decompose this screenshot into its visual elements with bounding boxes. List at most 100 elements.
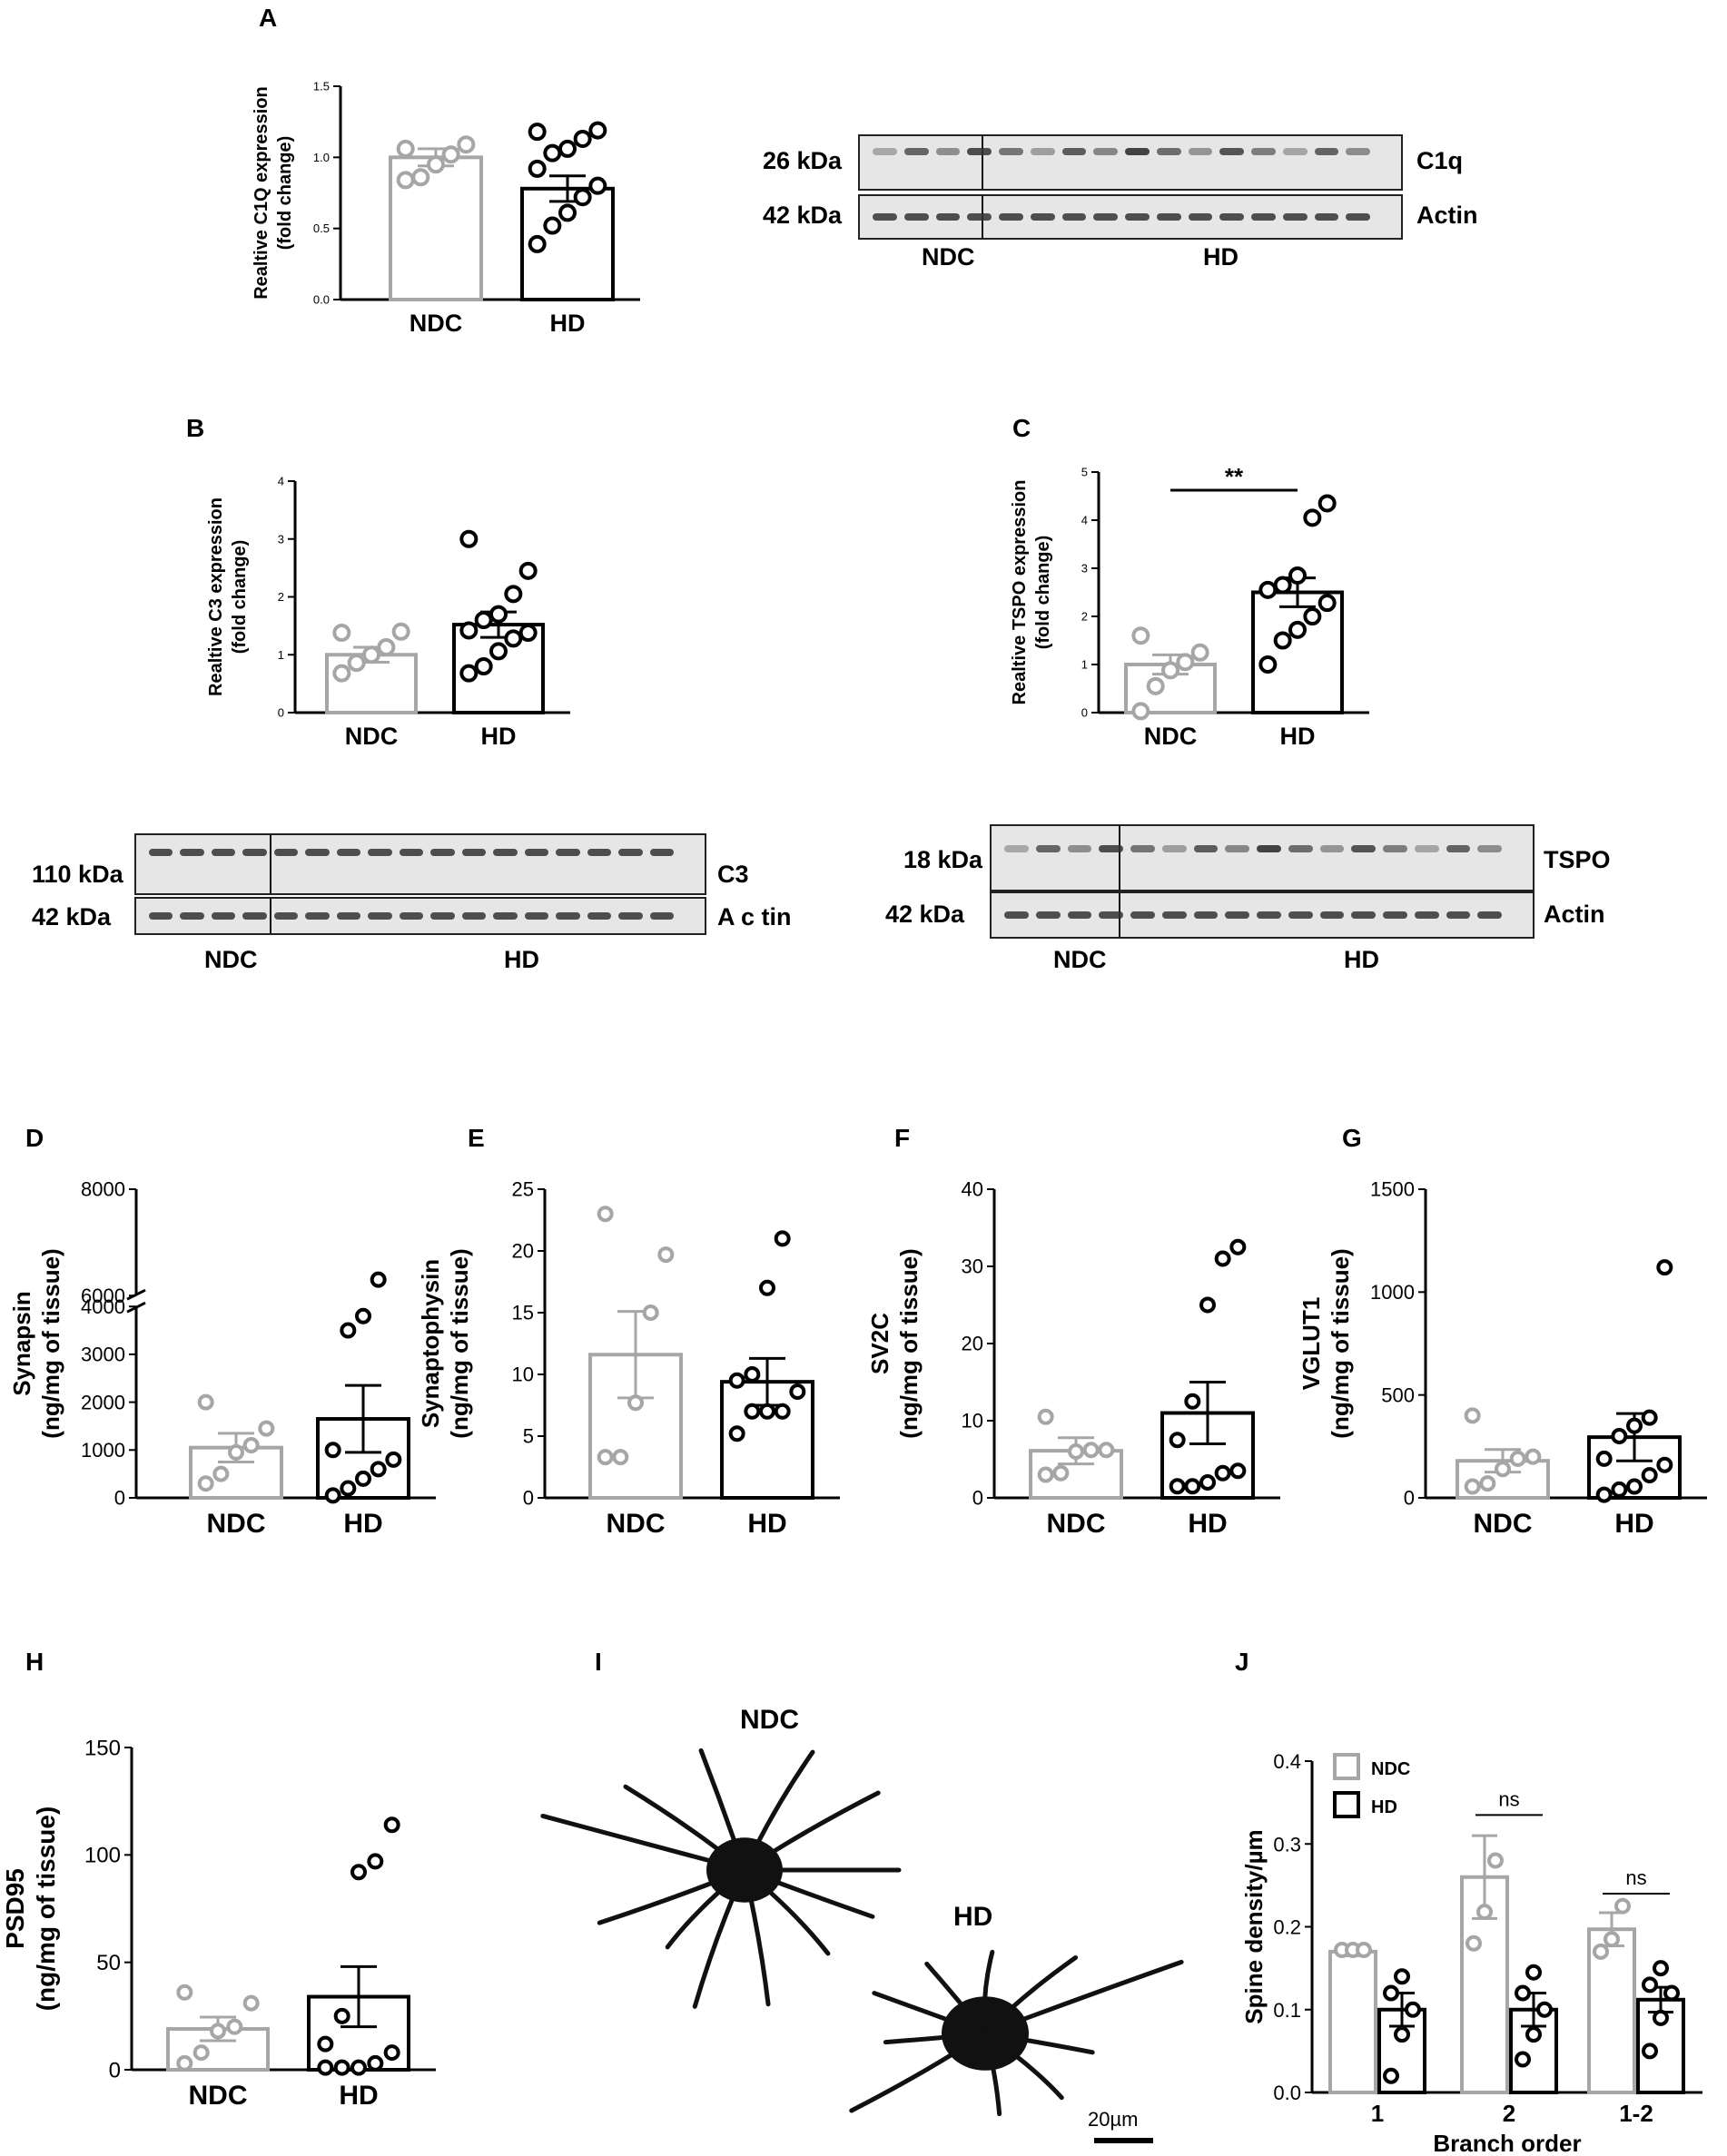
data-point [1525, 1964, 1542, 1981]
blot-band [1161, 911, 1187, 919]
data-point [1479, 1475, 1496, 1492]
data-point [1199, 1296, 1216, 1314]
data-point [324, 1487, 341, 1504]
data-point [226, 2018, 243, 2035]
blot-band [149, 849, 173, 857]
neuron-dendrite [849, 2031, 988, 2113]
y-tick-label: 500 [1381, 1383, 1415, 1406]
blot-band [368, 912, 392, 920]
neuron-dendrite [597, 1867, 747, 1925]
chart-d-synapsin: 0100020003000400060008000Synapsin(ng/mg … [8, 1178, 436, 1539]
data-point [383, 1816, 400, 1834]
data-point [1068, 1443, 1084, 1460]
data-point [192, 2044, 210, 2062]
data-point [642, 1304, 659, 1321]
data-point [1383, 2067, 1399, 2084]
data-point [1642, 1976, 1658, 1994]
neuron-dendrite [623, 1784, 747, 1873]
data-point [1082, 1442, 1100, 1459]
blot-band [430, 912, 455, 920]
blot-band [1346, 213, 1370, 221]
significance-label: ns [1498, 1787, 1519, 1810]
blot-band [999, 148, 1023, 156]
data-point [474, 611, 493, 629]
data-point [457, 135, 476, 154]
data-point [355, 1307, 371, 1324]
y-axis-label: (fold change) [275, 136, 295, 251]
data-point [504, 585, 523, 604]
blot-band [1383, 844, 1407, 852]
blot-c-group-ndc: NDC [1053, 946, 1107, 973]
y-tick-label: 5 [523, 1425, 534, 1448]
data-point [1394, 2026, 1410, 2043]
data-point [774, 1403, 791, 1420]
blot-band [1161, 844, 1187, 852]
data-point [573, 129, 592, 148]
blot-band [1219, 213, 1244, 221]
data-point [1464, 1407, 1481, 1424]
neuron-dendrite [982, 2031, 1095, 2055]
blot-band [1219, 148, 1244, 156]
neuron-dendrite [982, 1954, 1079, 2036]
blot-band [368, 849, 392, 857]
blot-band [1282, 213, 1308, 221]
data-point [789, 1383, 806, 1401]
blot-band [399, 912, 424, 920]
y-tick-label: 0 [1081, 706, 1088, 720]
data-point [1169, 1432, 1186, 1449]
data-point [1303, 607, 1322, 625]
data-point [1131, 702, 1150, 721]
neuron-dendrite [982, 1949, 995, 2036]
y-tick-label: 0 [1404, 1487, 1415, 1510]
blot-band [336, 912, 361, 920]
data-point [1288, 566, 1307, 585]
data-point [1653, 1960, 1669, 1977]
panel-letter-j: J [1235, 1648, 1249, 1676]
data-point [459, 664, 479, 683]
y-axis-label: Realtive C1Q expression [252, 86, 271, 300]
data-point [1229, 1238, 1247, 1255]
neuron-dendrite [692, 1867, 747, 2009]
blot-band [587, 849, 612, 857]
micrograph-label-hd: HD [953, 1902, 993, 1932]
data-point [573, 188, 592, 207]
blot-band [556, 849, 580, 857]
data-point [385, 1451, 402, 1468]
blot-band [242, 912, 267, 920]
y-tick-label: 3 [1081, 562, 1088, 576]
legend-label-ndc: NDC [1371, 1759, 1410, 1779]
data-point [543, 216, 562, 235]
data-point [1593, 1943, 1609, 1960]
group-divider [270, 835, 272, 893]
blot-a-actin-strip [858, 194, 1403, 240]
blot-band [967, 213, 992, 221]
data-point [1656, 1456, 1673, 1473]
blot-a-protein-top: C1q [1416, 147, 1464, 174]
blot-band [180, 912, 204, 920]
group-divider [982, 136, 984, 189]
y-tick-label: 0 [109, 2058, 121, 2082]
y-axis-label: (ng/mg of tissue) [895, 1248, 923, 1438]
y-tick-label: 4 [1081, 514, 1088, 527]
blot-band [1035, 911, 1061, 919]
y-tick-label: 3000 [81, 1344, 125, 1366]
neuron-hd-image [849, 1949, 1184, 2117]
blot-band [556, 912, 580, 920]
y-tick-label: 1 [278, 648, 284, 662]
data-point [1303, 508, 1322, 527]
x-tick-label: NDC [1144, 723, 1198, 750]
data-point [427, 155, 445, 174]
y-tick-label: 0.1 [1273, 1999, 1301, 2022]
data-point [774, 1230, 791, 1247]
blot-band [336, 849, 361, 857]
data-point [332, 664, 351, 683]
data-point [1190, 643, 1209, 662]
blot-band [1251, 148, 1276, 156]
data-point [317, 2059, 334, 2076]
y-tick-label: 4000 [81, 1295, 125, 1318]
data-point [1641, 1409, 1658, 1426]
y-tick-label: 8000 [81, 1178, 125, 1201]
